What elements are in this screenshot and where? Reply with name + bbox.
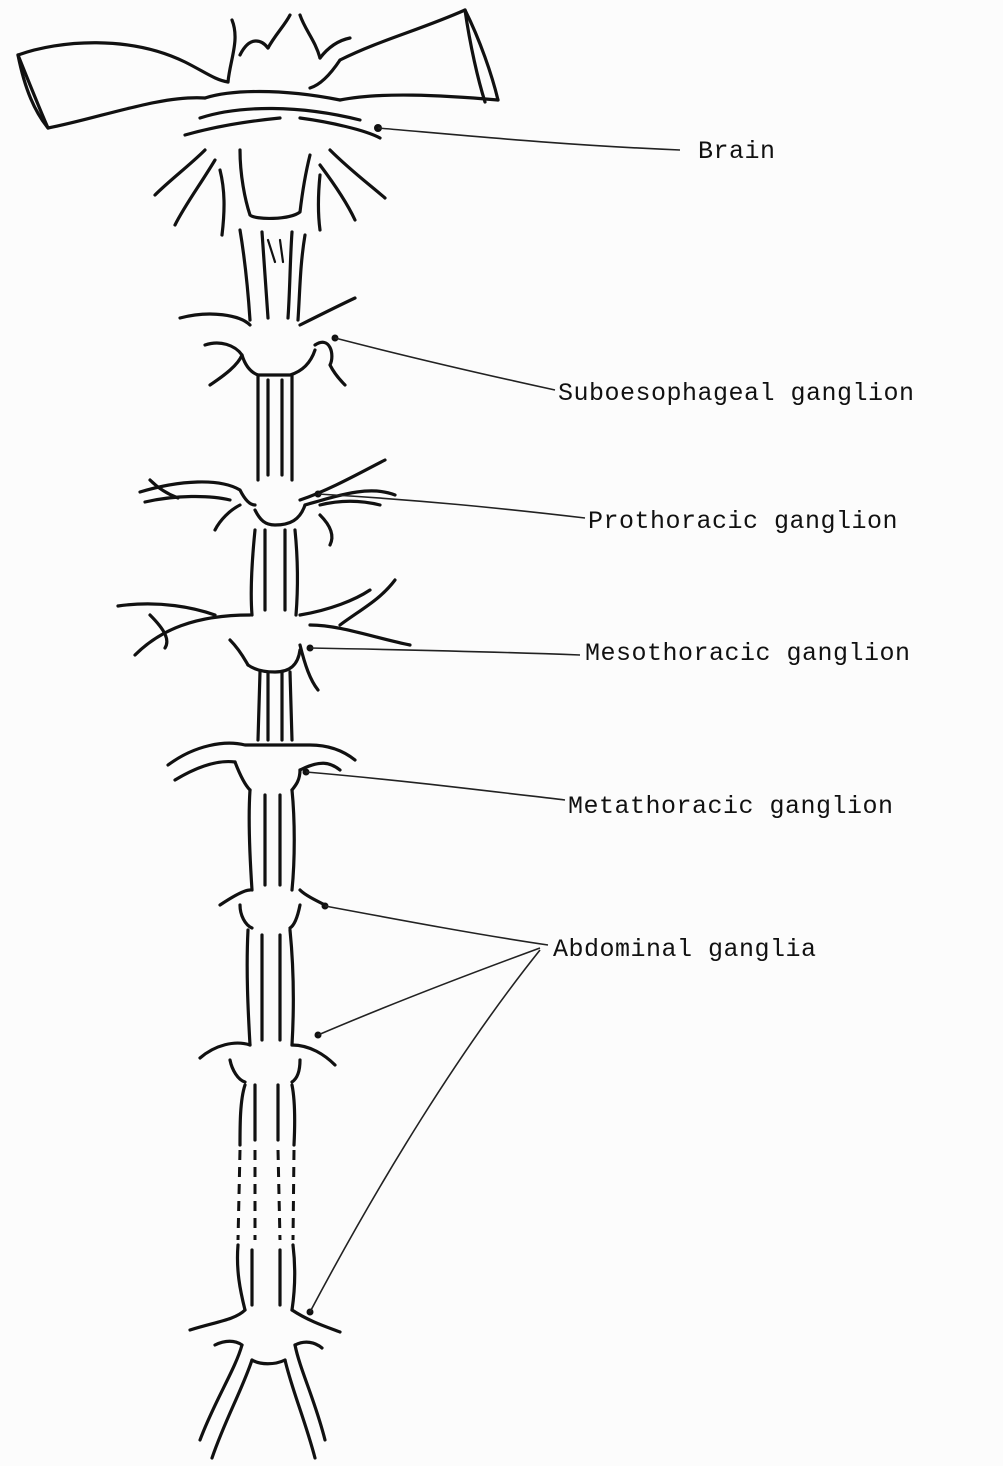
connectives-3 [251, 530, 297, 615]
abdominal-ganglion-2 [200, 1043, 335, 1082]
label-prothoracic: Prothoracic ganglion [588, 507, 898, 536]
label-abdominal: Abdominal ganglia [553, 935, 817, 964]
abdominal-leader-2 [318, 948, 540, 1035]
label-brain: Brain [698, 137, 776, 166]
label-mesothoracic: Mesothoracic ganglion [585, 639, 911, 668]
connectives-5 [249, 790, 294, 890]
connectives-1 [240, 230, 305, 320]
connectives-7 [237, 1085, 294, 1310]
terminal-abdominal-ganglion [190, 1310, 340, 1458]
brain-structure [18, 10, 498, 235]
brain-leader [378, 128, 680, 150]
connectives-2 [258, 375, 292, 480]
metathoracic-ganglion [168, 743, 355, 790]
leader-lines [303, 124, 681, 1316]
mesothoracic-leader [310, 648, 580, 655]
label-metathoracic: Metathoracic ganglion [568, 792, 894, 821]
abdominal-leader-1 [325, 906, 548, 945]
suboesophageal-leader [335, 338, 555, 390]
abdominal-leader-3 [310, 950, 540, 1312]
connectives-6 [247, 930, 293, 1045]
prothoracic-leader [318, 494, 585, 518]
abdominal-ganglion-1 [220, 890, 325, 928]
connectives-4 [258, 672, 292, 740]
label-suboesophageal: Suboesophageal ganglion [558, 379, 915, 408]
metathoracic-leader [306, 772, 565, 800]
